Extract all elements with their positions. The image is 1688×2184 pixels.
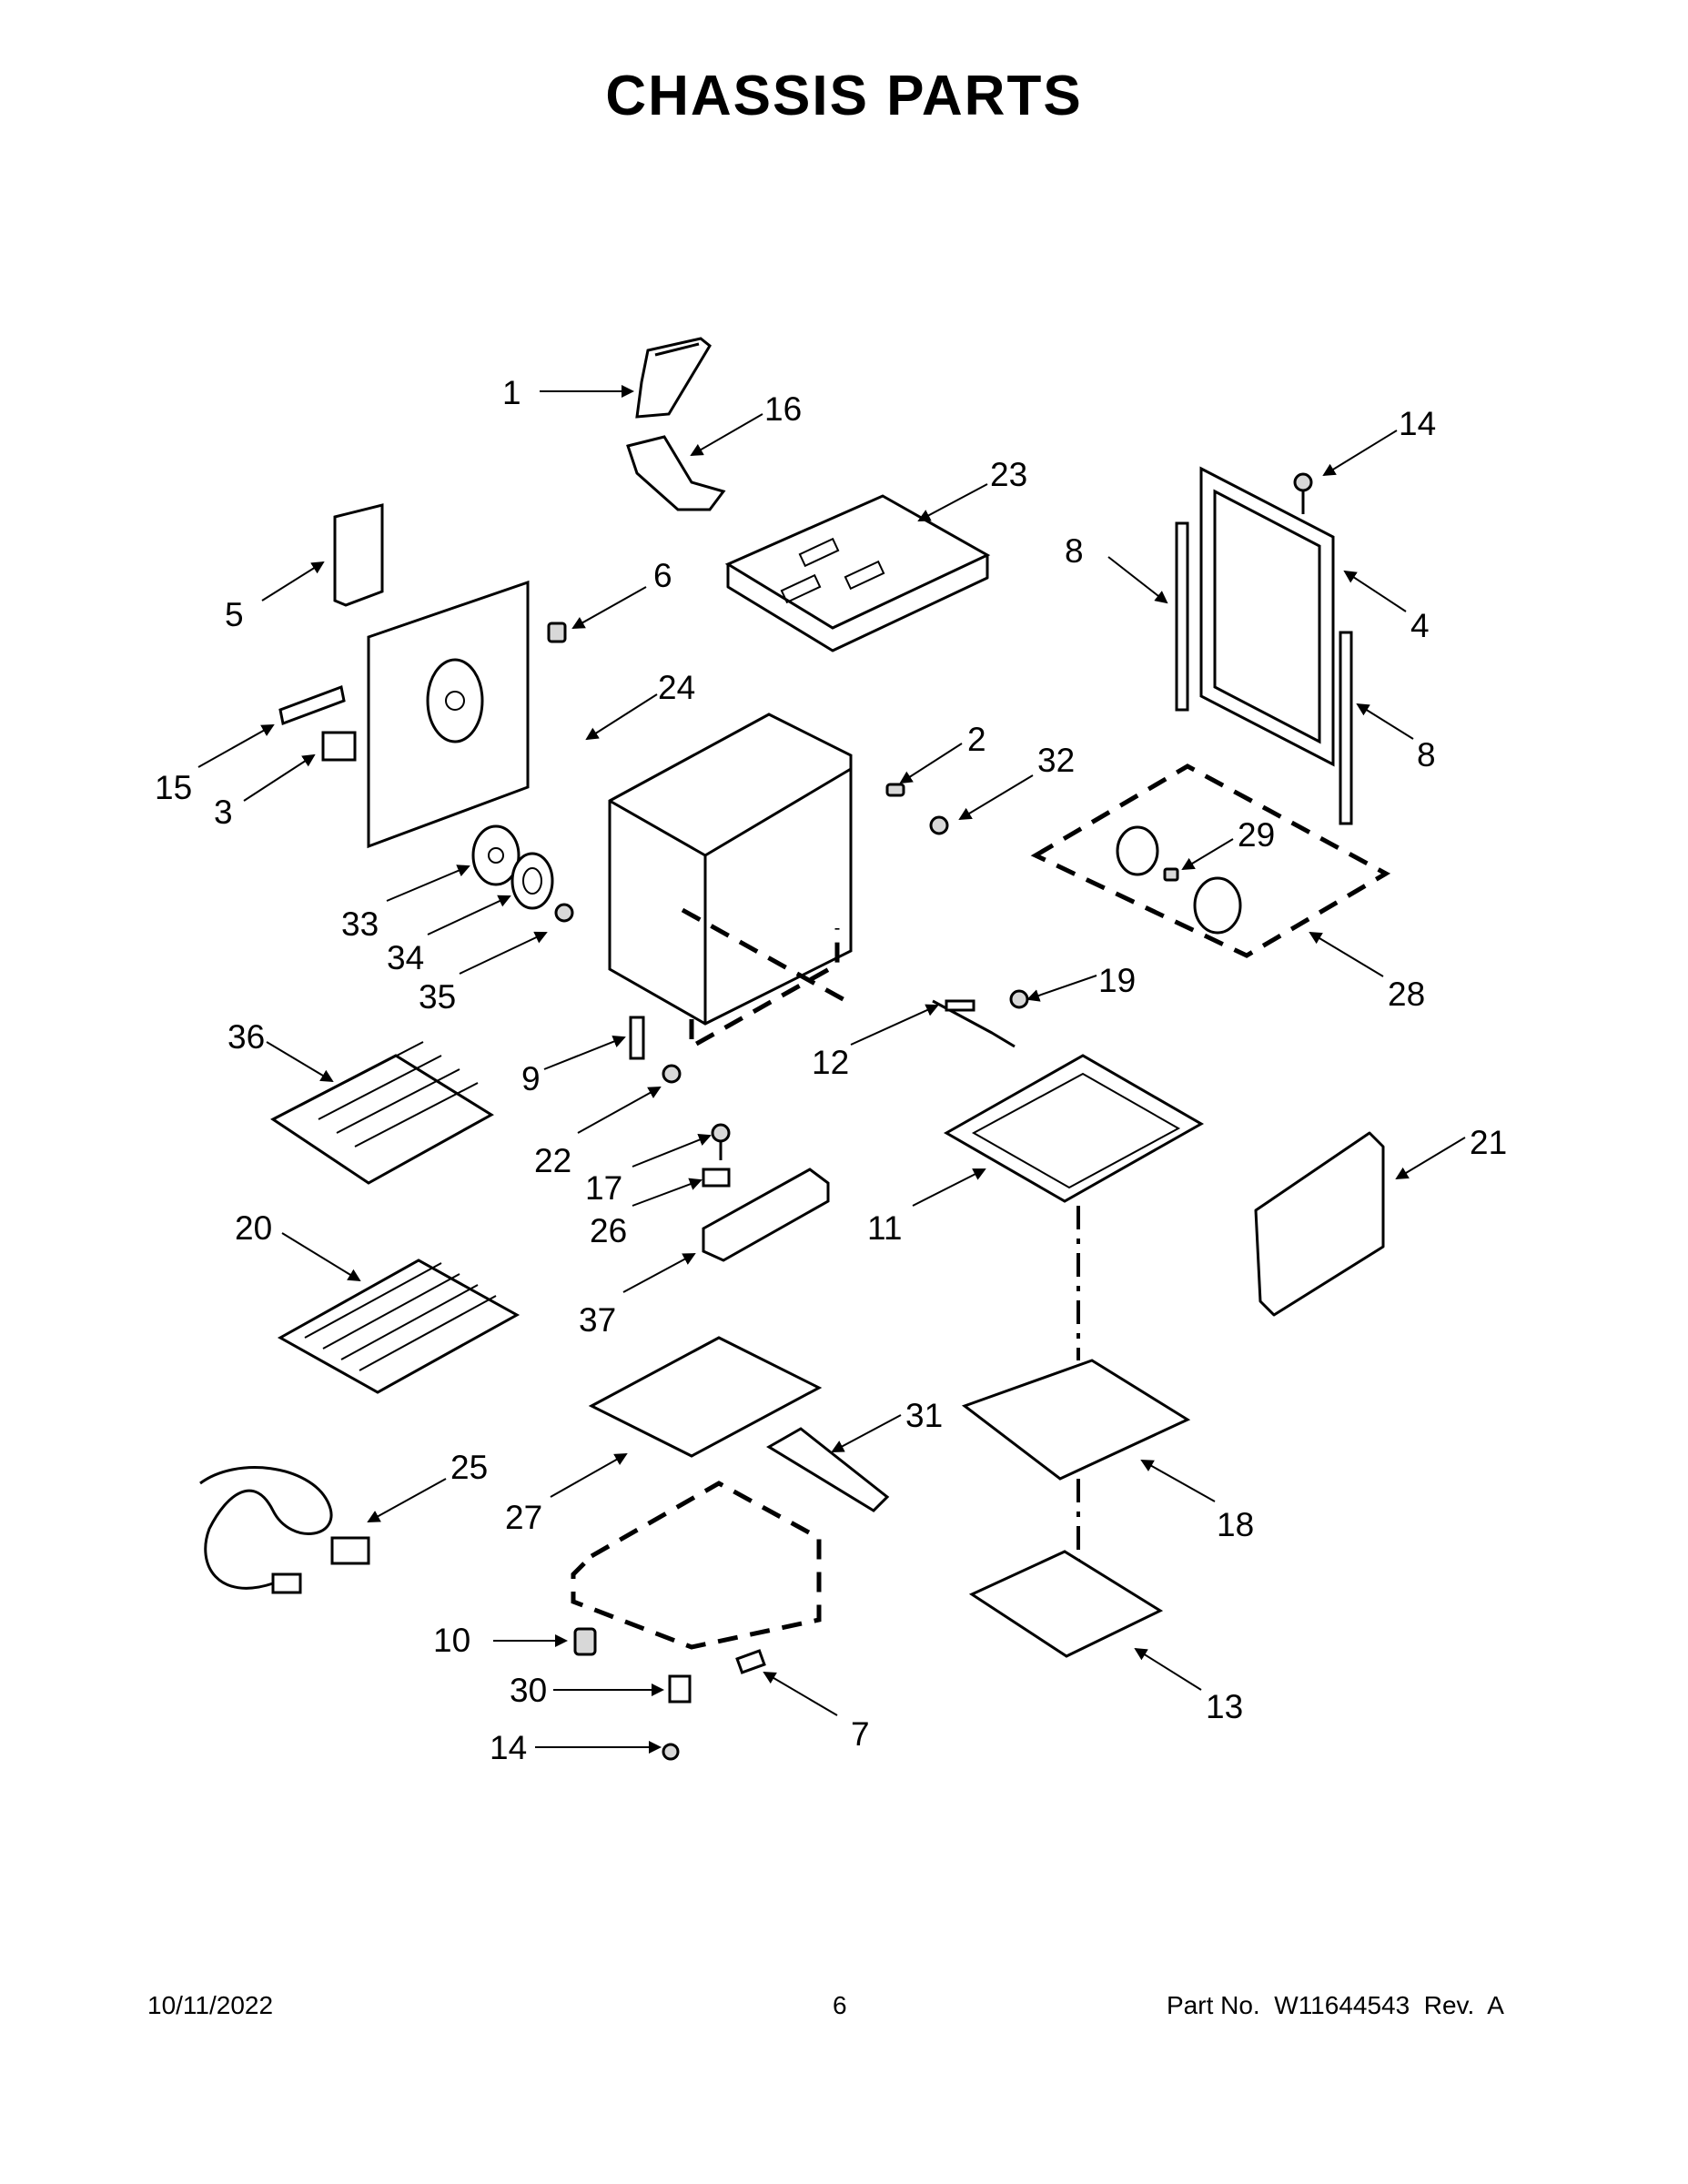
callout-35: 35 bbox=[419, 978, 456, 1016]
callout-11: 11 bbox=[867, 1209, 902, 1247]
part-11-bottom-frame bbox=[943, 1054, 1205, 1203]
part-30-leg bbox=[668, 1674, 692, 1704]
part-4-door-frame bbox=[1199, 466, 1335, 767]
part-28-knob-area bbox=[1030, 763, 1391, 958]
part-26-clip bbox=[702, 1168, 731, 1188]
callout-24: 24 bbox=[658, 669, 695, 706]
part-37-control-board bbox=[702, 1168, 830, 1262]
part-32-screw bbox=[929, 815, 949, 835]
callout-33: 33 bbox=[341, 905, 379, 943]
part-14-screw-bottom bbox=[662, 1743, 680, 1761]
part-6-connector bbox=[547, 622, 567, 643]
part-1-vent-trim bbox=[635, 337, 712, 419]
callout-29: 29 bbox=[1238, 816, 1275, 854]
callout-14-top: 14 bbox=[1399, 405, 1436, 442]
callout-22: 22 bbox=[534, 1142, 571, 1179]
callout-32: 32 bbox=[1037, 742, 1075, 779]
footer-date: 10/11/2022 bbox=[147, 1991, 274, 2019]
part-27-bottom-pan bbox=[588, 1336, 823, 1458]
part-20-rack bbox=[277, 1259, 521, 1394]
part-25-power-cord bbox=[199, 1466, 370, 1594]
part-2-bushing bbox=[885, 783, 905, 797]
callout-37: 37 bbox=[579, 1301, 616, 1339]
part-33-fan-blade bbox=[471, 824, 521, 886]
part-8-strip-left bbox=[1175, 521, 1189, 712]
part-29-spring bbox=[1163, 867, 1179, 882]
part-17-screw bbox=[711, 1123, 731, 1160]
callout-3: 3 bbox=[214, 794, 233, 831]
callout-15: 15 bbox=[155, 769, 192, 806]
callout-16: 16 bbox=[764, 390, 802, 428]
part-14-screw-top bbox=[1293, 472, 1313, 514]
callout-36: 36 bbox=[227, 1018, 265, 1056]
part-5-bracket bbox=[333, 503, 384, 607]
part-35-screw bbox=[554, 903, 574, 923]
callout-23: 23 bbox=[990, 456, 1027, 493]
callout-8-right: 8 bbox=[1417, 736, 1436, 774]
callout-14-bottom: 14 bbox=[490, 1729, 527, 1766]
part-16-vent-duct bbox=[626, 435, 726, 511]
lower-chassis-dashed bbox=[571, 1481, 822, 1650]
page-title: CHASSIS PARTS bbox=[605, 65, 1083, 127]
part-19-screw bbox=[1009, 989, 1029, 1009]
callout-12: 12 bbox=[812, 1044, 849, 1081]
part-9-bracket bbox=[629, 1016, 645, 1060]
part-34-fan-cover bbox=[510, 852, 554, 910]
callout-labels: 1 16 23 14 8 4 8 5 6 24 15 3 2 32 29 33 … bbox=[155, 374, 1507, 1766]
callout-4: 4 bbox=[1410, 607, 1430, 644]
part-22-screw bbox=[662, 1064, 682, 1084]
part-18-plate bbox=[961, 1359, 1191, 1481]
callout-30: 30 bbox=[510, 1672, 547, 1709]
callout-19: 19 bbox=[1098, 962, 1136, 999]
callout-2: 2 bbox=[967, 721, 986, 758]
callout-9: 9 bbox=[521, 1060, 541, 1097]
part-13-tray bbox=[968, 1550, 1164, 1658]
callout-34: 34 bbox=[387, 939, 424, 976]
callout-18: 18 bbox=[1217, 1506, 1254, 1543]
part-24-oven-cavity bbox=[608, 713, 853, 1051]
callout-5: 5 bbox=[225, 596, 244, 633]
footer-page-number: 6 bbox=[833, 1991, 847, 2019]
callout-6: 6 bbox=[653, 557, 672, 594]
part-3-bracket bbox=[321, 731, 357, 762]
callout-25: 25 bbox=[450, 1449, 488, 1486]
callout-27: 27 bbox=[505, 1499, 542, 1536]
footer-part-number: Part No. W11644543 Rev. A bbox=[1167, 1991, 1504, 2019]
callout-26: 26 bbox=[590, 1212, 627, 1249]
part-31-bracket bbox=[766, 1427, 890, 1512]
callout-20: 20 bbox=[235, 1209, 272, 1247]
callout-21: 21 bbox=[1470, 1124, 1507, 1161]
callout-31: 31 bbox=[905, 1397, 943, 1434]
callout-10: 10 bbox=[433, 1622, 470, 1659]
part-15-strip bbox=[278, 684, 346, 726]
callout-7: 7 bbox=[851, 1715, 870, 1753]
part-21-gasket bbox=[1254, 1131, 1385, 1317]
part-7-clip bbox=[735, 1649, 766, 1674]
part-8-strip-right bbox=[1339, 631, 1353, 825]
rear-panel bbox=[367, 580, 530, 849]
callout-1: 1 bbox=[502, 374, 521, 411]
part-12-igniter bbox=[932, 999, 1016, 1048]
leader-lines bbox=[197, 385, 1466, 1754]
part-10-leveler bbox=[573, 1627, 597, 1656]
callout-8-left: 8 bbox=[1065, 532, 1084, 570]
callout-17: 17 bbox=[585, 1169, 622, 1207]
part-23-top-plate bbox=[724, 494, 991, 652]
part-36-rack bbox=[270, 1041, 494, 1185]
callout-13: 13 bbox=[1206, 1688, 1243, 1725]
callout-28: 28 bbox=[1388, 976, 1425, 1013]
